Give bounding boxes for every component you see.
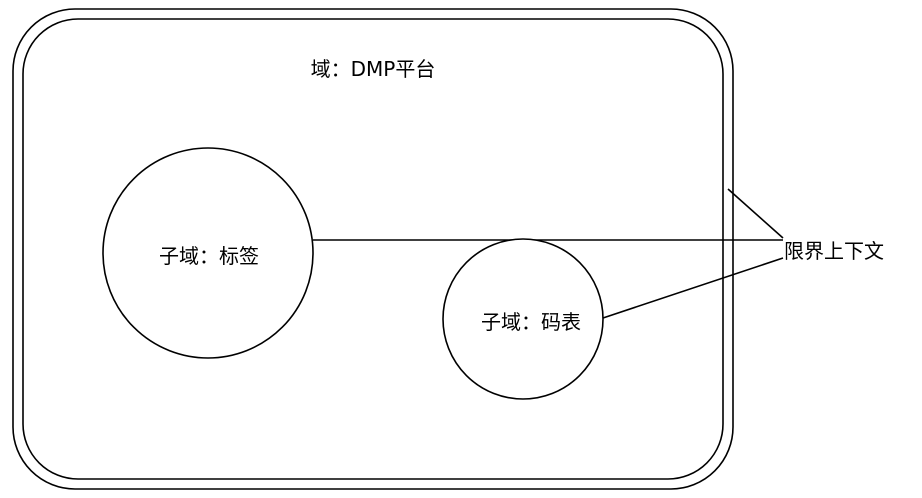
subdomain-tag: 子域：标签 bbox=[102, 147, 314, 359]
subdomain-codetable-circle bbox=[442, 238, 604, 400]
subdomain-tag-label: 子域：标签 bbox=[159, 244, 259, 268]
connector-boundary-to-context bbox=[727, 188, 784, 239]
subdomain-codetable: 子域：码表 bbox=[442, 238, 604, 400]
subdomain-tag-circle bbox=[102, 147, 314, 359]
bounded-context-label: 限界上下文 bbox=[784, 239, 884, 263]
connectors bbox=[313, 188, 784, 319]
subdomain-codetable-label: 子域：码表 bbox=[481, 310, 581, 334]
domain-boundary-inner bbox=[22, 18, 724, 480]
domain-boundary bbox=[12, 8, 734, 490]
connector-codetable-to-context bbox=[602, 257, 784, 319]
domain-boundary-outer bbox=[12, 8, 734, 490]
domain-title: 域：DMP平台 bbox=[311, 57, 436, 81]
